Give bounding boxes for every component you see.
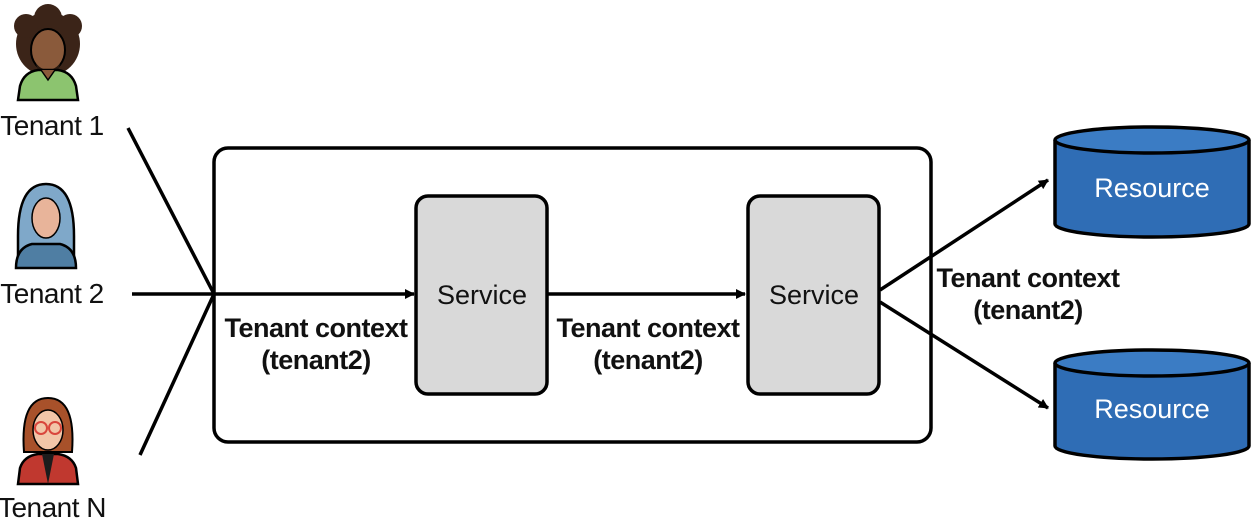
context-label-3: Tenant context (tenant2) (918, 262, 1138, 326)
service-box-2 (746, 194, 881, 396)
arrow-to-resource-2 (879, 300, 1049, 410)
context-label-3-line1: Tenant context (936, 263, 1120, 293)
tenant1-line (126, 127, 216, 295)
context-label-1-line2: (tenant2) (261, 345, 371, 375)
tenantN-line (138, 293, 216, 456)
resource-label-1: Resource (1094, 173, 1210, 203)
context-label-3-line2: (tenant2) (973, 295, 1083, 325)
service-box-1 (414, 194, 549, 396)
context-label-2: Tenant context (tenant2) (538, 312, 758, 376)
context-label-2-line1: Tenant context (556, 313, 740, 343)
tenant-label-2: Tenant 2 (0, 278, 104, 309)
tenant-label-n: Tenant N (0, 492, 107, 523)
resource-label-2: Resource (1094, 394, 1210, 424)
tenant-label-1: Tenant 1 (0, 110, 104, 141)
context-label-1-line1: Tenant context (224, 313, 408, 343)
resource-cylinder-2 (1053, 348, 1251, 461)
person-glasses-icon (16, 396, 80, 486)
arrow-to-resource-1 (879, 178, 1049, 292)
service-label-1: Service (436, 280, 528, 310)
person-afro-icon (14, 4, 82, 102)
resource-cylinder-1 (1053, 125, 1251, 239)
context-label-2-line2: (tenant2) (593, 345, 703, 375)
service-label-2: Service (768, 280, 860, 310)
context-label-1: Tenant context (tenant2) (206, 312, 426, 376)
person-hijab-icon (14, 182, 78, 270)
